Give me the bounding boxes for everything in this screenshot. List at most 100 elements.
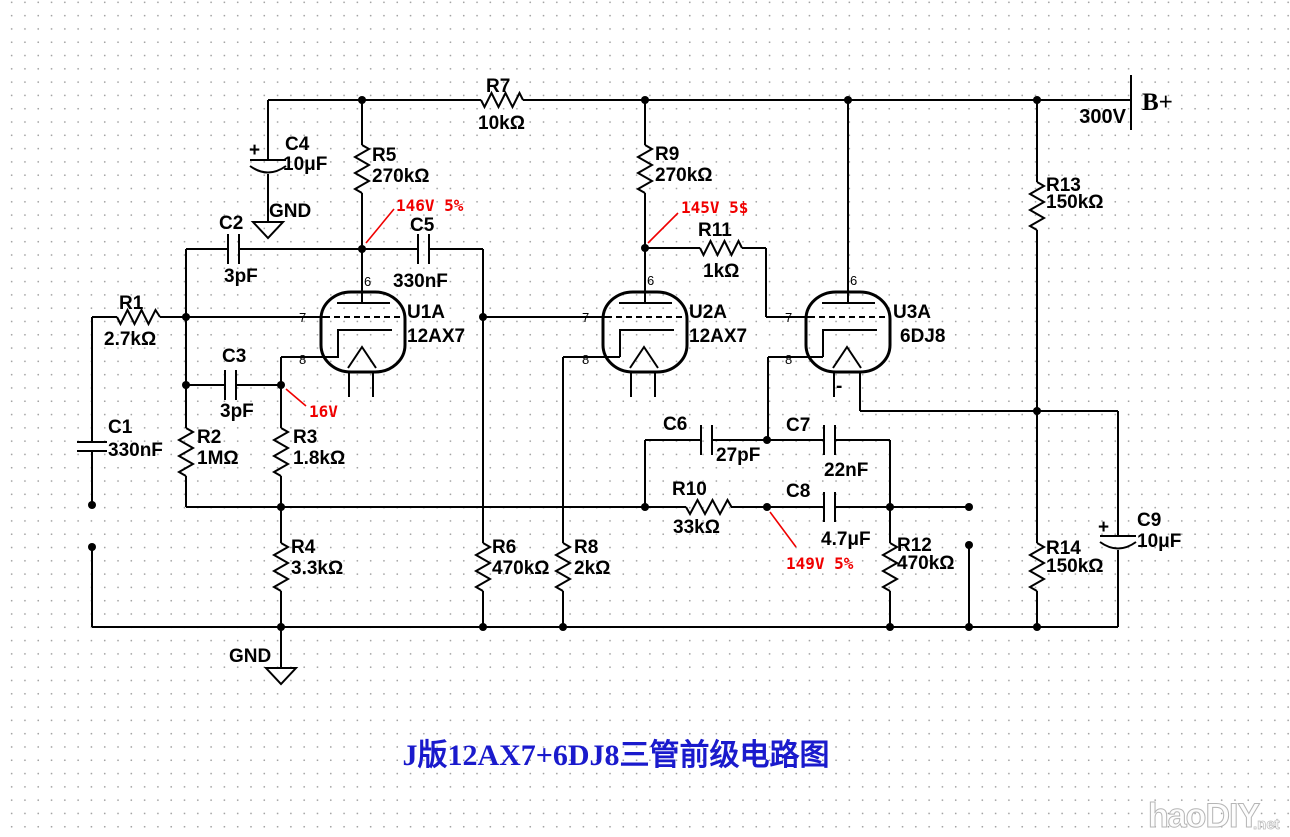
capacitor-C9: + C9 10μF: [1098, 510, 1181, 552]
capacitor-C3-symbol: [224, 370, 237, 400]
tube-U1A-cathode: [337, 329, 392, 369]
capacitor-C6-symbol: [700, 425, 713, 455]
resistor-R1-value: 2.7kΩ: [104, 329, 156, 350]
resistor-R3-ref: R3: [293, 427, 317, 448]
capacitor-C2-value: 3pF: [224, 266, 258, 287]
resistor-R4: R4 3.3kΩ: [271, 537, 343, 592]
resistor-R11-symbol: [699, 238, 743, 258]
input-ground-terminal-dot: [88, 543, 96, 551]
bplus-label: B+: [1142, 89, 1173, 116]
resistor-R14-ref: R14: [1046, 538, 1081, 559]
resistor-R1-ref: R1: [119, 293, 144, 314]
tube-U3A-pin-plate: 6: [850, 273, 857, 288]
tube-U2A-ref: U2A: [689, 302, 727, 323]
capacitor-C7-ref: C7: [786, 415, 810, 436]
capacitor-C7-value: 22nF: [824, 460, 868, 481]
ground-symbol-top: GND: [250, 201, 311, 240]
watermark-tld: .net: [1253, 816, 1280, 833]
capacitor-C6-value: 27pF: [716, 445, 760, 466]
capacitor-C3: C3 3pF: [220, 346, 254, 422]
capacitor-C8-ref: C8: [786, 481, 810, 502]
resistor-R8-ref: R8: [574, 537, 598, 558]
tube-U3A-heater-minus-mark: -: [836, 376, 842, 397]
resistor-R8-value: 2kΩ: [574, 558, 610, 579]
resistor-R9-symbol: [635, 144, 655, 194]
resistor-R7-value: 10kΩ: [478, 113, 525, 134]
resistor-R12-value: 470kΩ: [897, 553, 955, 574]
resistor-R10-value: 33kΩ: [673, 517, 720, 538]
resistor-R8-symbol: [553, 542, 573, 592]
tube-U2A-cathode: [619, 329, 674, 369]
ground-triangle-top: [250, 221, 286, 240]
resistor-R12-symbol: [880, 542, 900, 592]
capacitor-C7-symbol: [823, 425, 836, 455]
capacitor-C5-ref: C5: [410, 215, 435, 236]
callout-leader-u2a-plate: [647, 212, 679, 244]
resistor-R1: R1 2.7kΩ: [104, 293, 161, 350]
capacitor-C3-ref: C3: [222, 346, 246, 367]
resistor-R6-value: 470kΩ: [492, 558, 550, 579]
resistor-R4-ref: R4: [291, 537, 316, 558]
callout-u1a-plate: 146V 5%: [396, 196, 464, 215]
capacitor-C1-value: 330nF: [108, 440, 163, 461]
capacitor-C6-ref: C6: [663, 414, 687, 435]
tube-U1A-heater-legs: [348, 372, 374, 397]
callout-u3a-cathode: 149V 5%: [786, 554, 854, 573]
tube-U1A-envelope: [319, 290, 407, 374]
resistor-R2-ref: R2: [197, 427, 221, 448]
resistor-R2-symbol: [176, 427, 196, 477]
tube-U2A-model: 12AX7: [689, 326, 747, 347]
bplus-voltage: 300V: [1079, 106, 1126, 128]
resistor-R5-ref: R5: [372, 145, 397, 166]
tube-U2A-pin-cathode: 8: [582, 352, 589, 367]
resistor-R9-value: 270kΩ: [655, 165, 713, 186]
resistor-R2: R2 1MΩ: [176, 427, 239, 477]
capacitor-C1-ref: C1: [108, 417, 133, 438]
resistor-R11-value: 1kΩ: [703, 261, 739, 282]
resistor-R9: R9 270kΩ: [635, 144, 713, 194]
ground-symbol-bottom: GND: [229, 646, 299, 686]
resistor-R14-value: 150kΩ: [1046, 556, 1104, 577]
tube-U1A-model: 12AX7: [407, 326, 465, 347]
capacitor-C1: C1 330nF: [77, 417, 163, 461]
tube-U3A-envelope: [804, 290, 892, 374]
tube-U3A: 6 7 8 U3A 6DJ8 -: [785, 273, 945, 397]
capacitor-C9-value: 10μF: [1137, 531, 1181, 552]
resistor-R7: R7 10kΩ: [478, 76, 525, 134]
resistor-R2-value: 1MΩ: [197, 448, 239, 469]
capacitor-C9-ref: C9: [1137, 510, 1161, 531]
tube-U1A-pin-cathode: 8: [299, 352, 306, 367]
callout-u1a-cathode: 16V: [309, 402, 338, 421]
capacitor-C4-polarity: +: [249, 140, 260, 161]
resistor-R9-ref: R9: [655, 144, 679, 165]
resistor-R6-ref: R6: [492, 537, 516, 558]
resistor-R5: R5 270kΩ: [352, 144, 430, 194]
capacitor-C6: C6 27pF: [663, 414, 760, 466]
tube-U1A: 6 7 8 U1A 12AX7: [299, 274, 465, 397]
tube-U2A-pin-plate: 6: [647, 273, 654, 288]
callout-leader-u1a-cathode: [285, 388, 307, 407]
bplus-terminal: 300V B+: [1079, 75, 1173, 130]
tube-U2A-envelope: [601, 290, 689, 374]
capacitor-C5-symbol: [417, 234, 430, 264]
callout-u2a-plate: 145V 5$: [681, 198, 748, 217]
callout-leader-u3a-cathode: [769, 511, 797, 548]
tube-U1A-pin-plate: 6: [364, 274, 371, 289]
capacitor-C2-symbol: [227, 234, 240, 264]
watermark: haoDIY .net: [1148, 797, 1281, 836]
capacitor-C2: C2 3pF: [219, 213, 258, 287]
resistor-R3: R3 1.8kΩ: [271, 427, 345, 477]
resistor-R8: R8 2kΩ: [553, 537, 610, 592]
resistor-R7-symbol: [480, 90, 524, 110]
resistor-R4-symbol: [271, 542, 291, 592]
capacitor-C8: C8 4.7μF: [786, 481, 871, 550]
capacitor-C2-ref: C2: [219, 213, 243, 234]
ground-triangle-bottom: [263, 667, 299, 686]
resistor-R5-symbol: [352, 144, 372, 194]
tube-U2A: 6 7 8 U2A 12AX7: [582, 273, 747, 397]
tube-U1A-pin-grid: 7: [299, 310, 306, 325]
junction-dots: [88, 96, 1041, 631]
capacitor-C5-value: 330nF: [393, 271, 448, 292]
